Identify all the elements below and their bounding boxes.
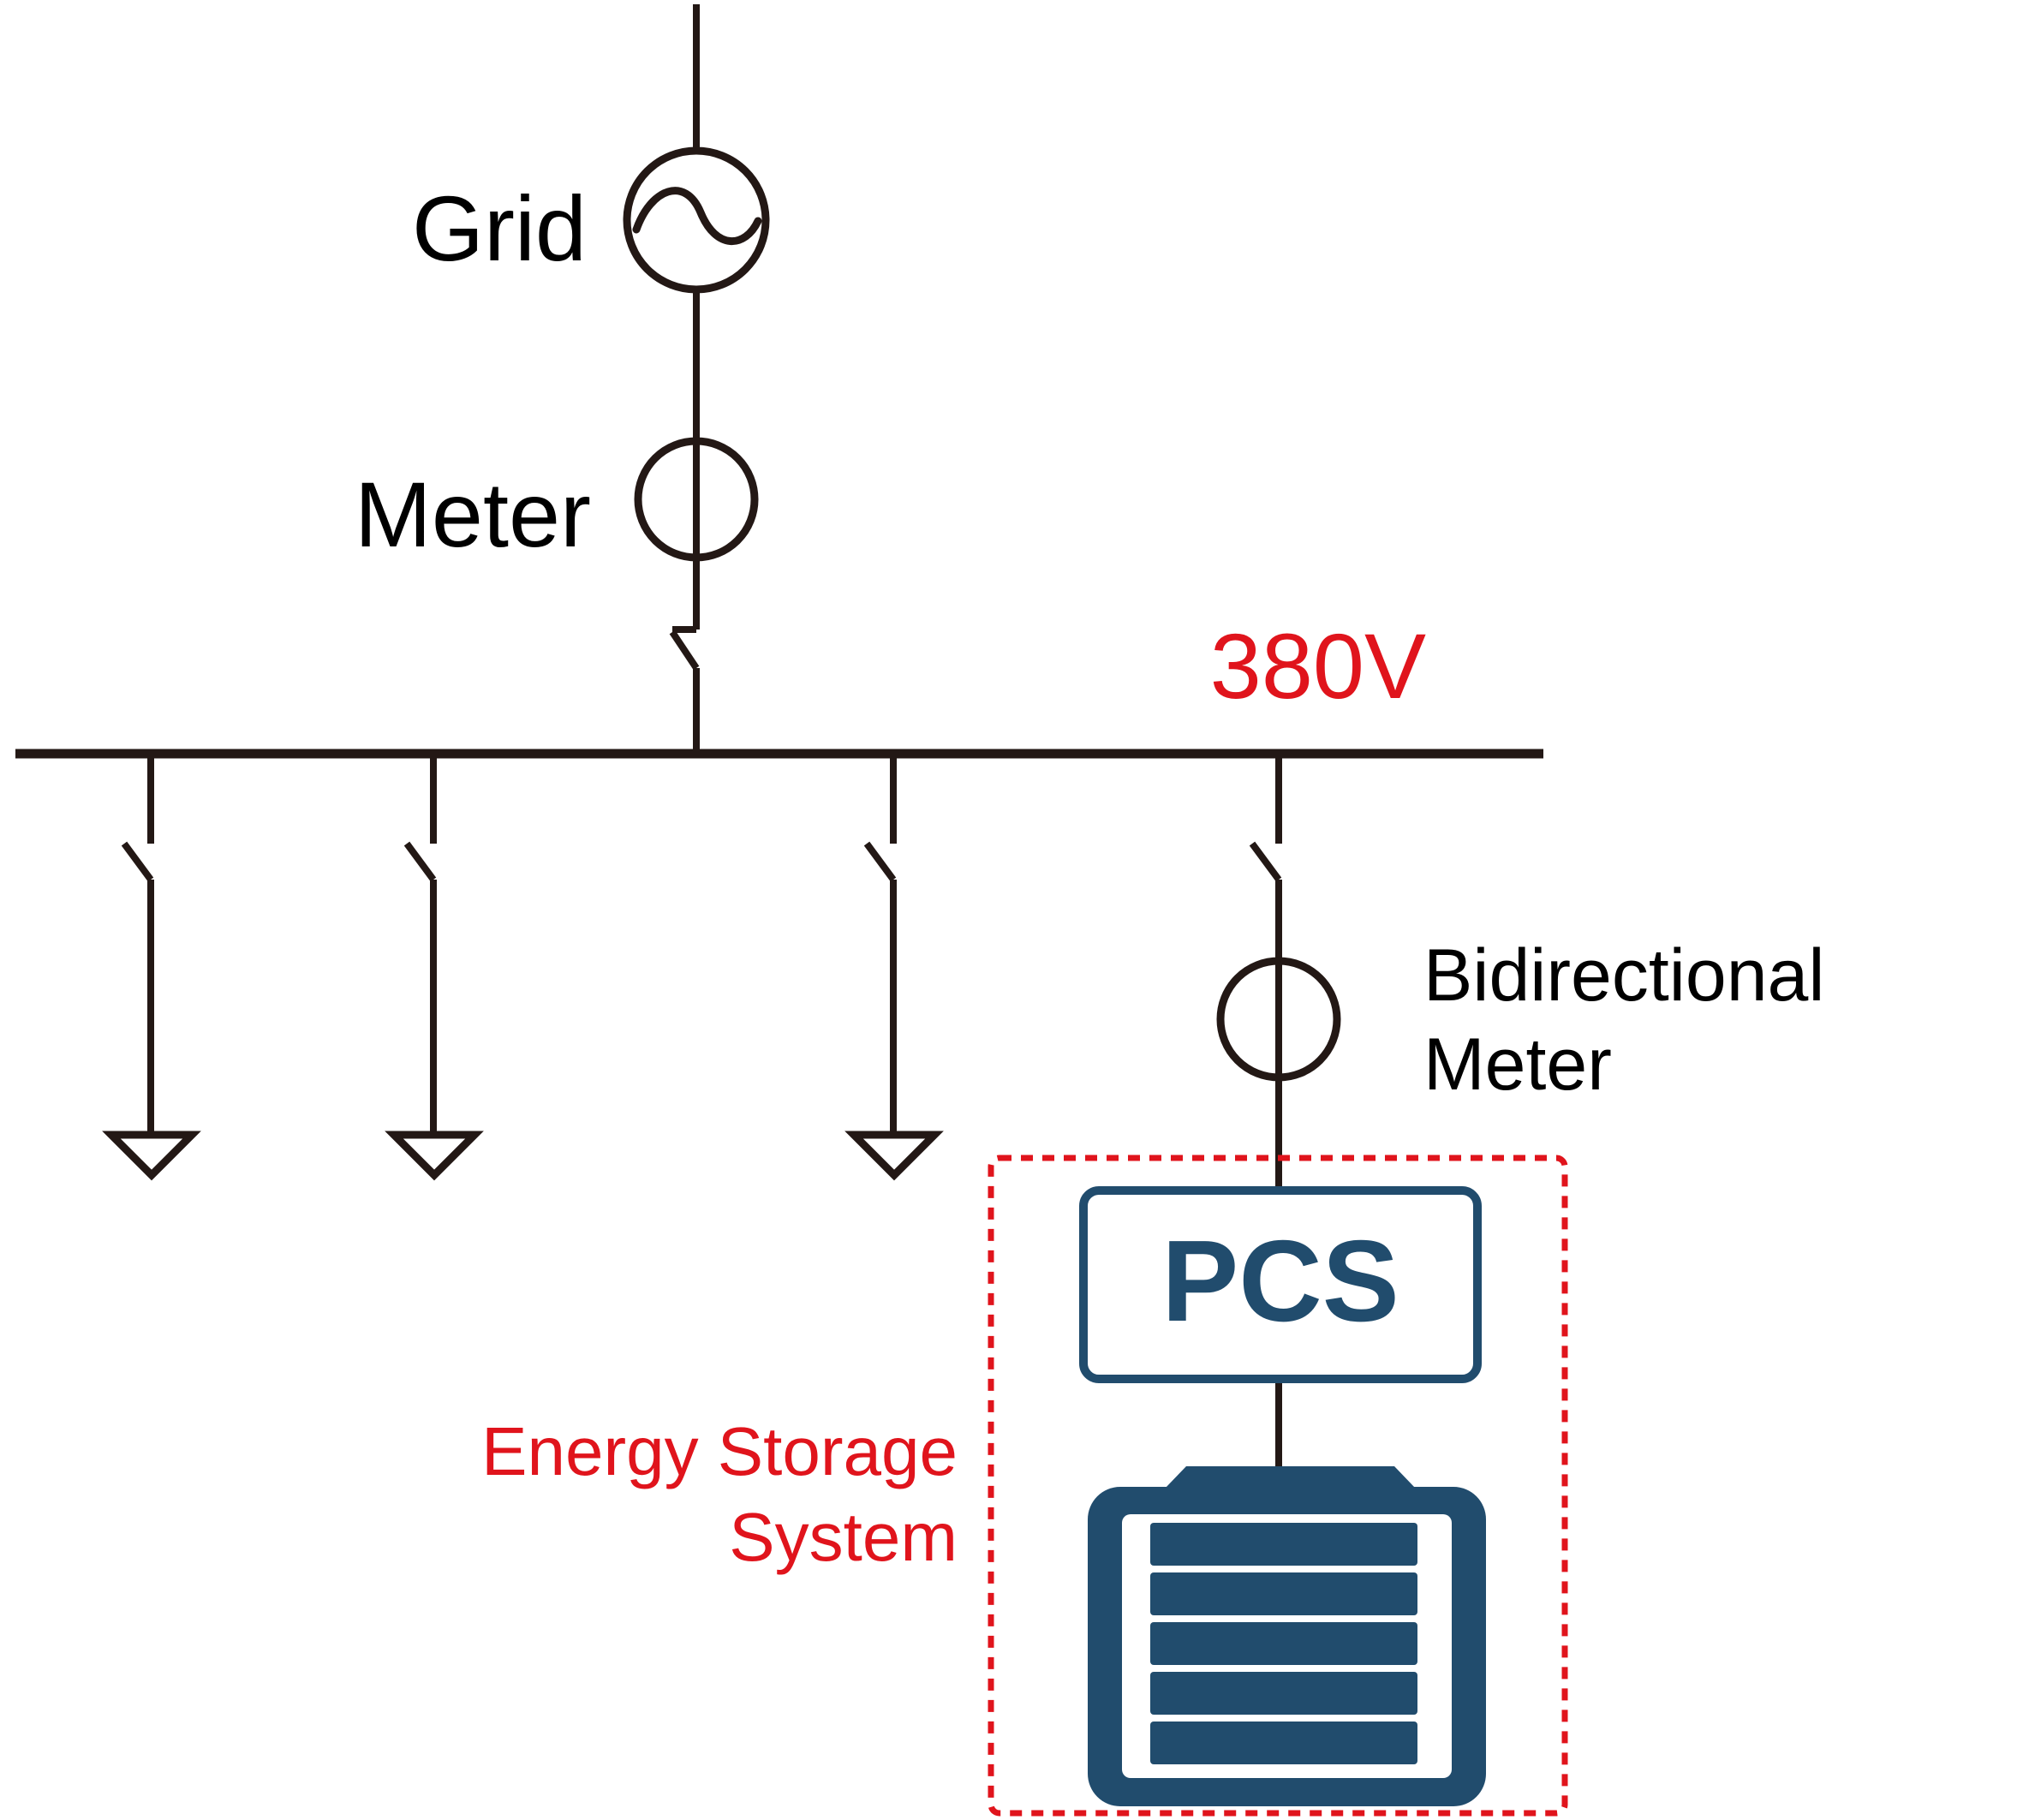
load-triangle-icon xyxy=(844,1131,944,1181)
load-feeder-2 xyxy=(385,754,484,1181)
load-feeder-3 xyxy=(844,754,944,1181)
load-triangle-icon xyxy=(385,1131,484,1181)
ess-label-line1: Energy Storage xyxy=(481,1413,958,1489)
ess-label-line2: System xyxy=(729,1499,958,1575)
pcs-box xyxy=(1079,1186,1482,1383)
load-triangle-icon xyxy=(102,1131,201,1181)
pcs-label: PCS xyxy=(1161,1216,1399,1346)
grid-label: Grid xyxy=(412,176,587,280)
voltage-label: 380V xyxy=(1210,614,1426,718)
battery-rack-icon xyxy=(1088,1466,1486,1806)
ess-boundary xyxy=(988,1155,1568,1817)
meter-label: Meter xyxy=(355,462,591,566)
disconnect-switch-icon xyxy=(403,841,437,882)
disconnect-switch-icon xyxy=(121,841,154,882)
bidirectional-meter-label-line1: Bidirectional xyxy=(1423,934,1824,1017)
ac-source-icon xyxy=(623,146,770,294)
disconnect-switch-icon xyxy=(1249,841,1282,882)
main-switch-icon xyxy=(669,626,700,754)
load-feeder-1 xyxy=(102,754,201,1181)
disconnect-switch-icon xyxy=(863,841,897,882)
bidirectional-meter-label-line2: Meter xyxy=(1423,1023,1612,1106)
